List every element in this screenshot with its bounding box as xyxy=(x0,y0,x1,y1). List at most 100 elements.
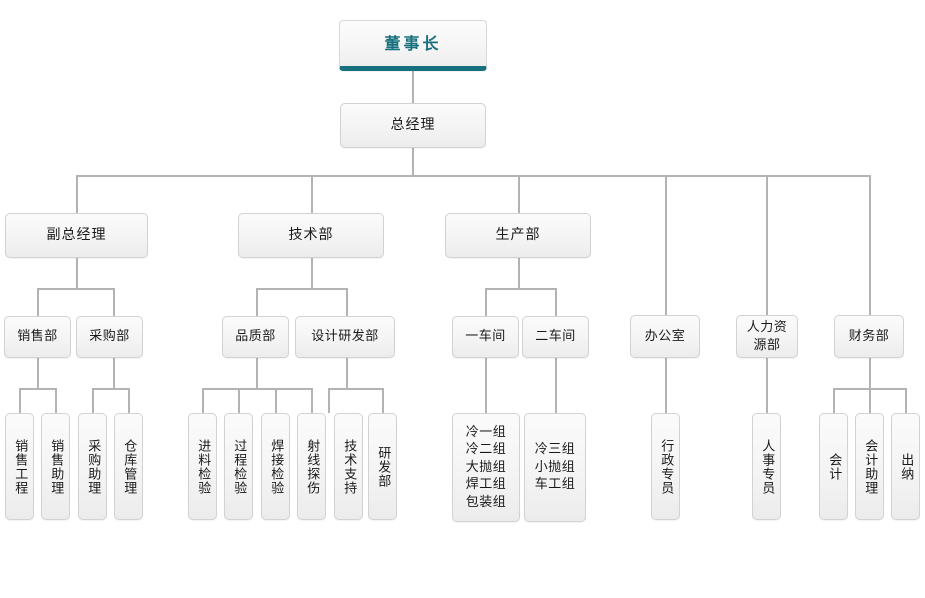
node-tech-support[interactable]: 技术支持 xyxy=(334,413,363,520)
node-sales-dept[interactable]: 销售部 xyxy=(4,316,71,358)
node-office[interactable]: 办公室 xyxy=(630,315,700,358)
connector-drop-workshop-1 xyxy=(485,288,487,316)
node-chairman[interactable]: 董事长 xyxy=(339,20,487,71)
connector-drop-process-inspection xyxy=(238,388,240,413)
node-production-dept-label: 生产部 xyxy=(495,227,541,244)
connector-drop-finance-dept xyxy=(869,175,871,315)
connector-drop-quality-dept xyxy=(256,288,258,316)
node-general-manager[interactable]: 总经理 xyxy=(340,103,486,148)
node-hr-dept[interactable]: 人力资 源部 xyxy=(736,315,798,358)
node-workshop-1-groups[interactable]: 冷一组冷二组大抛组焊工组包装组 xyxy=(452,413,520,522)
node-accounting-assistant[interactable]: 会计助理 xyxy=(855,413,884,520)
connector-drop-purchase-dept xyxy=(113,288,115,316)
node-workshop-2-label: 二车间 xyxy=(535,329,576,345)
node-process-inspection-label: 过程检验 xyxy=(231,438,247,495)
connector-drop-radiographic-testing xyxy=(311,388,313,413)
connector-drop-accountant xyxy=(833,388,835,413)
node-hr-specialist-label: 人事专员 xyxy=(759,438,775,495)
node-purchase-dept-label: 采购部 xyxy=(89,329,130,345)
workshop-2-group-item: 小抛组 xyxy=(534,459,576,475)
node-finance-dept-label: 财务部 xyxy=(848,328,890,344)
connector-workshop-2-down xyxy=(555,358,557,413)
node-workshop-2-groups[interactable]: 冷三组小抛组车工组 xyxy=(524,413,586,522)
connector-drop-deputy-gm xyxy=(76,175,78,213)
node-radiographic-testing-label: 射线探伤 xyxy=(304,438,320,495)
workshop-1-group-item: 包装组 xyxy=(465,494,507,510)
workshop-2-group-item: 冷三组 xyxy=(534,442,576,458)
workshop-2-group-item: 车工组 xyxy=(534,477,576,493)
node-incoming-inspection[interactable]: 进料检验 xyxy=(188,413,217,520)
node-cashier-label: 出纳 xyxy=(898,452,914,481)
node-sales-dept-label: 销售部 xyxy=(17,329,58,345)
connector-drop-cashier xyxy=(905,388,907,413)
connector-purchase-dept-down xyxy=(113,358,115,389)
connector-drop-workshop-2 xyxy=(555,288,557,316)
node-workshop-2[interactable]: 二车间 xyxy=(522,316,589,358)
connector-workshop-1-down xyxy=(485,358,487,413)
node-workshop-1-label: 一车间 xyxy=(465,329,506,345)
node-welding-inspection-label: 焊接检验 xyxy=(268,438,284,495)
node-sales-assistant-label: 销售助理 xyxy=(48,438,64,495)
node-production-dept[interactable]: 生产部 xyxy=(445,213,591,258)
node-warehouse-mgmt-label: 仓库管理 xyxy=(121,438,137,495)
workshop-1-group-item: 冷一组 xyxy=(465,424,507,440)
node-tech-dept-label: 技术部 xyxy=(288,227,334,244)
connector-drop-hr-dept xyxy=(766,175,768,315)
node-purchase-assistant-label: 采购助理 xyxy=(85,438,101,495)
node-accounting-assistant-label: 会计助理 xyxy=(862,438,878,495)
node-chairman-label: 董事长 xyxy=(384,33,442,53)
node-admin-specialist[interactable]: 行政专员 xyxy=(651,413,680,520)
connector-sales-dept-down xyxy=(37,358,39,389)
node-welding-inspection[interactable]: 焊接检验 xyxy=(261,413,290,520)
connector-bus-design-rd-dept xyxy=(328,388,384,390)
connector-bus-tech-dept xyxy=(256,288,348,290)
node-accountant-label: 会计 xyxy=(826,452,842,481)
node-office-label: 办公室 xyxy=(644,328,686,344)
node-sales-engineering[interactable]: 销售工程 xyxy=(5,413,34,520)
node-quality-dept-label: 品质部 xyxy=(235,329,276,345)
connector-design-rd-dept-down xyxy=(346,358,348,389)
connector-drop-welding-inspection xyxy=(275,388,277,413)
node-quality-dept[interactable]: 品质部 xyxy=(222,316,289,358)
node-general-manager-label: 总经理 xyxy=(390,117,436,134)
node-hr-dept-label: 人力资 源部 xyxy=(746,319,788,353)
connector-drop-design-rd-dept xyxy=(346,288,348,316)
node-tech-support-label: 技术支持 xyxy=(341,438,357,495)
node-rd-dept-label: 研发部 xyxy=(375,445,391,488)
node-purchase-assistant[interactable]: 采购助理 xyxy=(78,413,107,520)
connector-chairman-gm xyxy=(412,71,414,103)
connector-drop-sales-dept xyxy=(37,288,39,316)
node-design-rd-dept[interactable]: 设计研发部 xyxy=(295,316,395,358)
node-rd-dept[interactable]: 研发部 xyxy=(368,413,397,520)
node-purchase-dept[interactable]: 采购部 xyxy=(76,316,143,358)
node-radiographic-testing[interactable]: 射线探伤 xyxy=(297,413,326,520)
connector-bus-production-dept xyxy=(485,288,557,290)
connector-drop-production-dept xyxy=(518,175,520,213)
workshop-1-group-item: 冷二组 xyxy=(465,442,507,458)
node-deputy-gm[interactable]: 副总经理 xyxy=(5,213,148,258)
connector-drop-office xyxy=(665,175,667,315)
node-accountant[interactable]: 会计 xyxy=(819,413,848,520)
workshop-1-group-item: 焊工组 xyxy=(465,477,507,493)
node-sales-assistant[interactable]: 销售助理 xyxy=(41,413,70,520)
node-admin-specialist-label: 行政专员 xyxy=(658,438,674,495)
node-warehouse-mgmt[interactable]: 仓库管理 xyxy=(114,413,143,520)
node-tech-dept[interactable]: 技术部 xyxy=(238,213,384,258)
connector-hr-dept-down xyxy=(766,358,768,413)
node-hr-specialist[interactable]: 人事专员 xyxy=(752,413,781,520)
node-incoming-inspection-label: 进料检验 xyxy=(195,438,211,495)
connector-drop-rd-dept xyxy=(382,388,384,413)
connector-drop-sales-assistant xyxy=(55,388,57,413)
connector-drop-tech-support xyxy=(328,388,330,413)
node-finance-dept[interactable]: 财务部 xyxy=(834,315,904,358)
node-process-inspection[interactable]: 过程检验 xyxy=(224,413,253,520)
node-workshop-1[interactable]: 一车间 xyxy=(452,316,519,358)
connector-bus-sales-dept xyxy=(19,388,57,390)
node-deputy-gm-label: 副总经理 xyxy=(46,227,107,244)
connector-bus-level2 xyxy=(76,175,871,177)
connector-production-dept-down xyxy=(518,258,520,289)
connector-deputy-gm-down xyxy=(76,258,78,289)
connector-bus-quality-dept xyxy=(202,388,313,390)
node-cashier[interactable]: 出纳 xyxy=(891,413,920,520)
